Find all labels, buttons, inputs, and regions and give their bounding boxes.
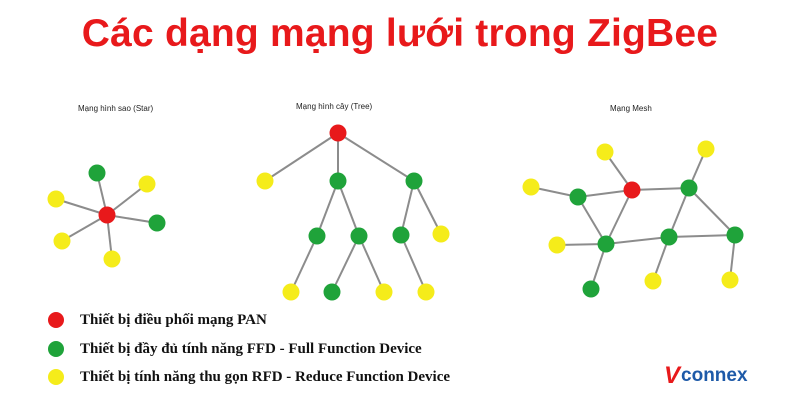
ffd-node-s1 [88,164,106,182]
legend-label-coordinator: Thiết bị điều phối mạng PAN [80,311,267,328]
link-m0-m7 [605,189,633,245]
link-m0-m5 [631,187,690,191]
coordinator-dot-icon [48,312,64,328]
rfd-node-s5 [53,232,71,250]
link-t0-t1 [264,132,339,182]
rfd-node-t7 [432,225,450,243]
page-title: Các dạng mạng lưới trong ZigBee [81,12,719,55]
rfd-node-t11 [417,283,435,301]
coordinator-node-t0 [329,124,347,142]
ffd-node-m5 [680,179,698,197]
rfd-node-m6 [548,236,566,254]
link-m5-m9 [688,187,736,236]
rfd-node-s3 [47,190,65,208]
link-t2-t5 [337,180,360,237]
link-t4-t8 [290,235,318,293]
ffd-node-t3 [405,172,423,190]
link-m4-m7 [577,196,607,245]
ffd-node-t9 [323,283,341,301]
ffd-node-m7 [597,235,615,253]
ffd-node-s4 [148,214,166,232]
rfd-node-t10 [375,283,393,301]
rfd-node-m3 [522,178,540,196]
legend-item-rfd: Thiết bị tính năng thu gọn RFD - Reduce … [48,367,450,387]
link-s0-s3 [55,198,108,216]
rfd-dot-icon [48,369,64,385]
ffd-node-t2 [329,172,347,190]
ffd-node-t5 [350,227,368,245]
mesh-network-subtitle: Mạng Mesh [610,104,652,113]
legend-item-coordinator: Thiết bị điều phối mạng PAN [48,310,267,330]
legend-item-ffd: Thiết bị đầy đủ tính năng FFD - Full Fun… [48,339,422,359]
network-nodes [47,124,744,301]
ffd-node-m9 [726,226,744,244]
rfd-node-s2 [138,175,156,193]
ffd-node-m10 [582,280,600,298]
link-s0-s5 [61,214,108,242]
ffd-node-m8 [660,228,678,246]
vconnex-logo: V connex [664,362,748,390]
tree-network-subtitle: Mạng hình cây (Tree) [296,102,373,111]
link-t3-t6 [400,180,415,236]
link-m8-m9 [668,234,736,238]
link-t2-t4 [316,180,339,237]
ffd-node-t6 [392,226,410,244]
rfd-node-s6 [103,250,121,268]
legend-label-ffd: Thiết bị đầy đủ tính năng FFD - Full Fun… [80,340,422,357]
rfd-node-t8 [282,283,300,301]
link-m0-m4 [577,189,633,198]
link-t5-t9 [331,235,360,293]
link-t6-t11 [400,234,427,293]
rfd-node-m2 [697,140,715,158]
logo-text: connex [681,365,748,386]
link-m5-m8 [668,187,690,238]
rfd-node-t1 [256,172,274,190]
coordinator-node-m0 [623,181,641,199]
link-t5-t10 [358,235,385,293]
link-t0-t3 [337,132,415,182]
rfd-node-m11 [644,272,662,290]
rfd-node-m1 [596,143,614,161]
logo-mark: V [664,362,681,389]
network-links [55,132,736,293]
ffd-node-m4 [569,188,587,206]
coordinator-node-s0 [98,206,116,224]
link-t3-t7 [413,180,442,235]
rfd-node-m12 [721,271,739,289]
ffd-node-t4 [308,227,326,245]
ffd-dot-icon [48,341,64,357]
link-m7-m8 [605,236,670,245]
legend-label-rfd: Thiết bị tính năng thu gọn RFD - Reduce … [80,368,451,385]
star-network-subtitle: Mạng hình sao (Star) [78,104,154,113]
